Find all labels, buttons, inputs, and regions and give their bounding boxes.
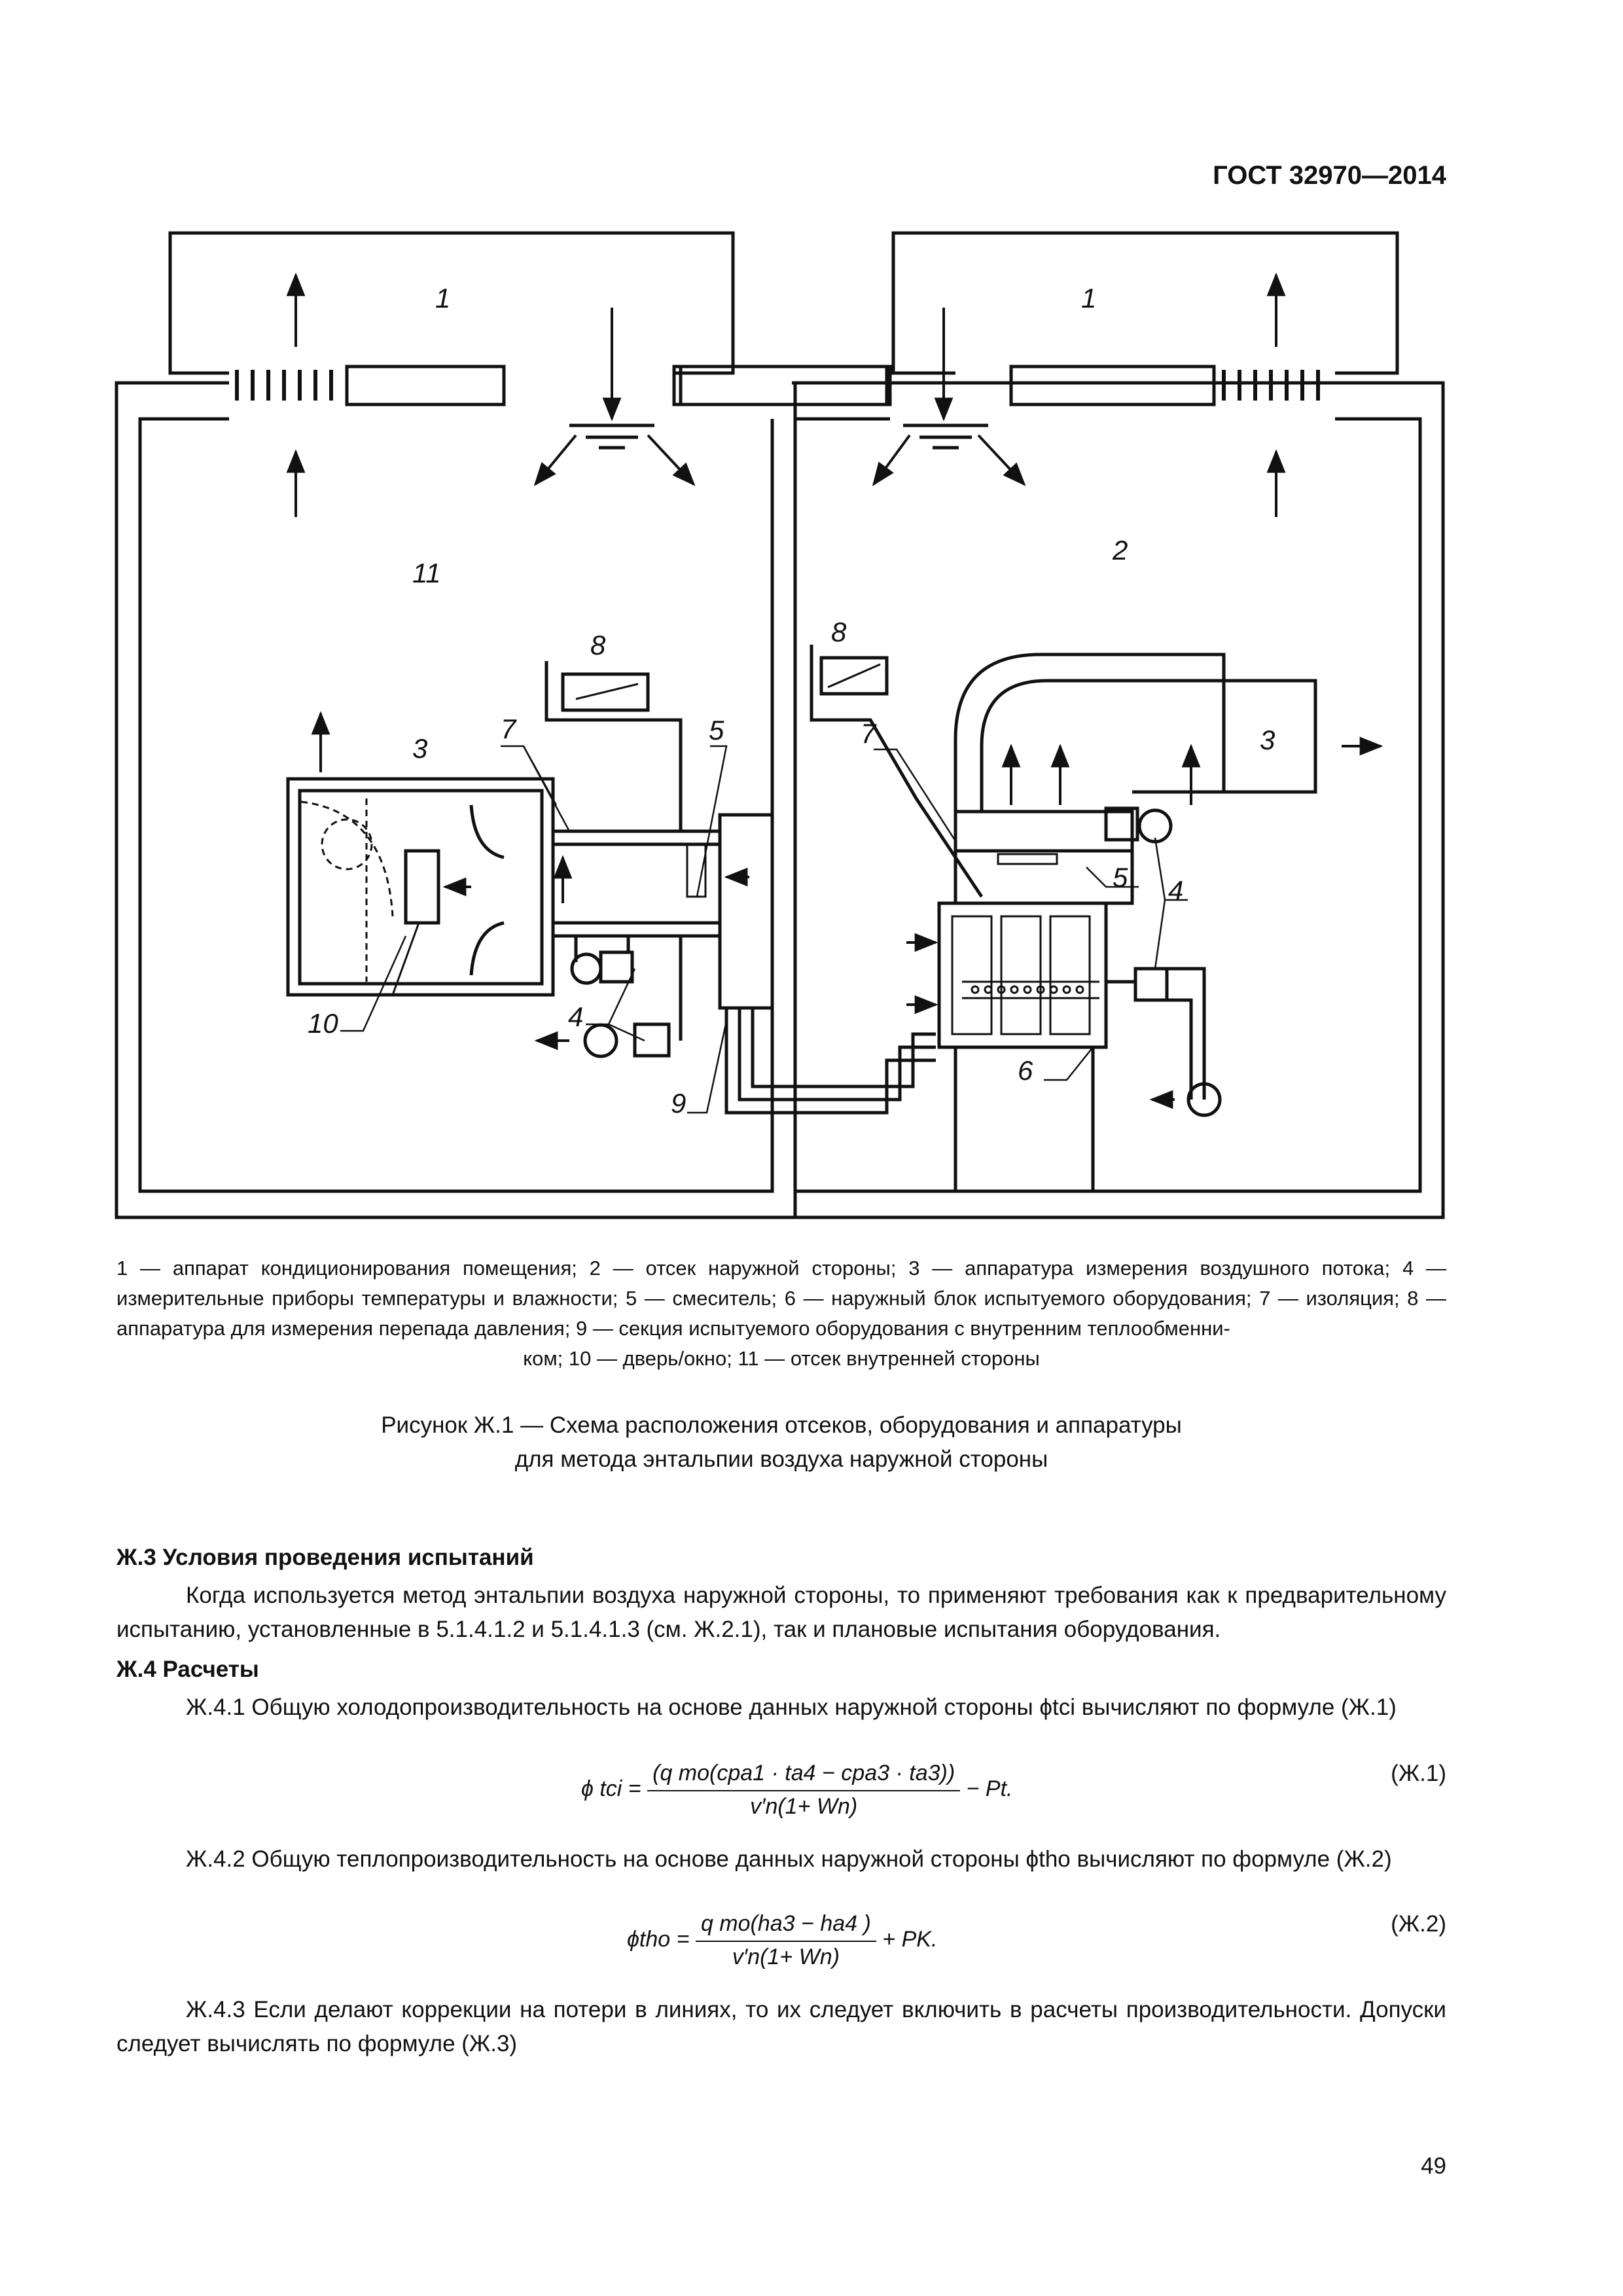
section-zh3-heading: Ж.3 Условия проведения испытаний [116,1545,534,1570]
formula-zh1-numerator: (q mo(cpa1 · ta4 − cpa3 · ta3)) [647,1761,961,1791]
right-grille-duct [1009,365,1216,406]
paragraph-zh41: Ж.4.1 Общую холодопроизводительность на … [186,1695,1397,1720]
caption-line-1: Рисунок Ж.1 — Схема расположения отсеков… [381,1412,1182,1438]
airflow-measuring-box-inner [298,789,544,986]
airflow-measuring-box-right [1222,679,1317,794]
caption-line-2: для метода энтальпии воздуха наружной ст… [514,1446,1048,1472]
label-3-right: 3 [1260,725,1275,755]
formula-zh1-tail: − Pt. [966,1776,1013,1801]
legend-line-1: 1 — аппарат кондиционирования помещения;… [116,1257,1446,1340]
left-grille-duct [345,365,506,406]
chamber-diagram: 1 1 2 11 8 8 3 3 7 7 5 5 4 4 9 10 6 [115,231,1445,1219]
label-7-left: 7 [501,713,517,744]
label-1-right: 1 [1081,283,1096,314]
legend-line-2: ком; 10 — дверь/окно; 11 — отсек внутрен… [523,1347,1040,1370]
indoor-room-inner-wall [138,417,774,1193]
right-ac-unit-outline [891,231,1399,375]
label-8-left: 8 [590,630,606,660]
paragraph-zh42: Ж.4.2 Общую теплопроизводительность на о… [186,1846,1392,1872]
formula-zh1-number: (Ж.1) [1391,1761,1446,1786]
formula-zh2-number: (Ж.2) [1391,1911,1446,1937]
outdoor-room-inner-wall [793,417,1422,1193]
label-11: 11 [412,558,441,588]
section-zh3-text: Когда используется метод энтальпии возду… [116,1583,1446,1642]
label-5-left: 5 [709,715,724,745]
outdoor-room-outer-wall [792,381,1445,1219]
paragraph-zh43: Ж.4.3 Если делают коррекции на потери в … [116,1997,1446,2056]
label-2: 2 [1112,535,1128,565]
section-zh4-heading: Ж.4 Расчеты [116,1657,259,1682]
right-return-duct [679,365,892,406]
label-9: 9 [671,1088,686,1119]
formula-zh2-lhs: ϕtho = [627,1926,690,1952]
label-6: 6 [1018,1055,1033,1086]
label-8-right: 8 [831,617,847,647]
formula-zh2-numerator: q mo(ha3 − ha4 ) [695,1911,876,1942]
formula-zh2: ϕtho = q mo(ha3 − ha4 ) v′n(1+ Wn) + PK.… [116,1911,1446,1983]
outdoor-duct [954,653,1226,812]
label-4-right: 4 [1168,875,1183,906]
indoor-unit-section [718,813,774,1010]
outdoor-test-unit [937,901,1108,1049]
indoor-room-outer-wall [115,381,797,1219]
label-5-right: 5 [1113,862,1128,893]
formula-zh2-tail: + PK. [882,1926,938,1952]
formula-zh1-denominator: v′n(1+ Wn) [750,1794,858,1819]
figure-legend: 1 — аппарат кондиционирования помещения;… [116,1253,1446,1374]
label-4-left: 4 [568,1001,583,1032]
label-7-right: 7 [861,718,877,749]
label-1-left: 1 [435,283,450,314]
formula-zh1-lhs: ϕ tci = [581,1776,641,1801]
page-number: 49 [1421,2153,1446,2179]
label-3-left: 3 [412,733,427,764]
formula-zh1: ϕ tci = (q mo(cpa1 · ta4 − cpa3 · ta3)) … [116,1761,1446,1833]
document-header: ГОСТ 32970—2014 [1213,161,1446,190]
figure-caption: Рисунок Ж.1 — Схема расположения отсеков… [116,1408,1446,1477]
formula-zh2-denominator: v′n(1+ Wn) [732,1945,840,1969]
airflow-measuring-box-outer [286,777,555,997]
left-ac-unit-outline [168,231,735,375]
label-10: 10 [308,1008,338,1039]
